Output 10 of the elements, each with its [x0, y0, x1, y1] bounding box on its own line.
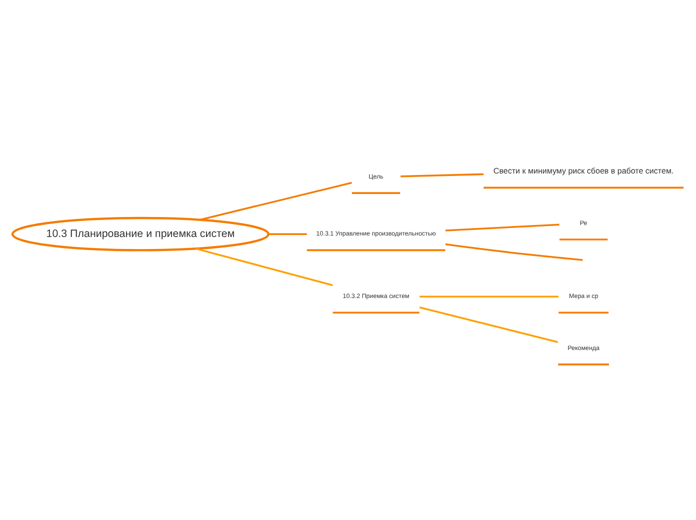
connector [419, 306, 558, 343]
connector [400, 173, 484, 178]
connector [196, 248, 333, 286]
connector [445, 243, 583, 261]
connector [445, 224, 560, 232]
connector [420, 296, 558, 298]
node-text: Свести к минимуму риск сбоев в работе систем. [493, 166, 674, 176]
connector [200, 182, 352, 221]
connector [268, 233, 307, 235]
node-ellipse: 10.3 Планирование и приемка систем [11, 216, 270, 252]
